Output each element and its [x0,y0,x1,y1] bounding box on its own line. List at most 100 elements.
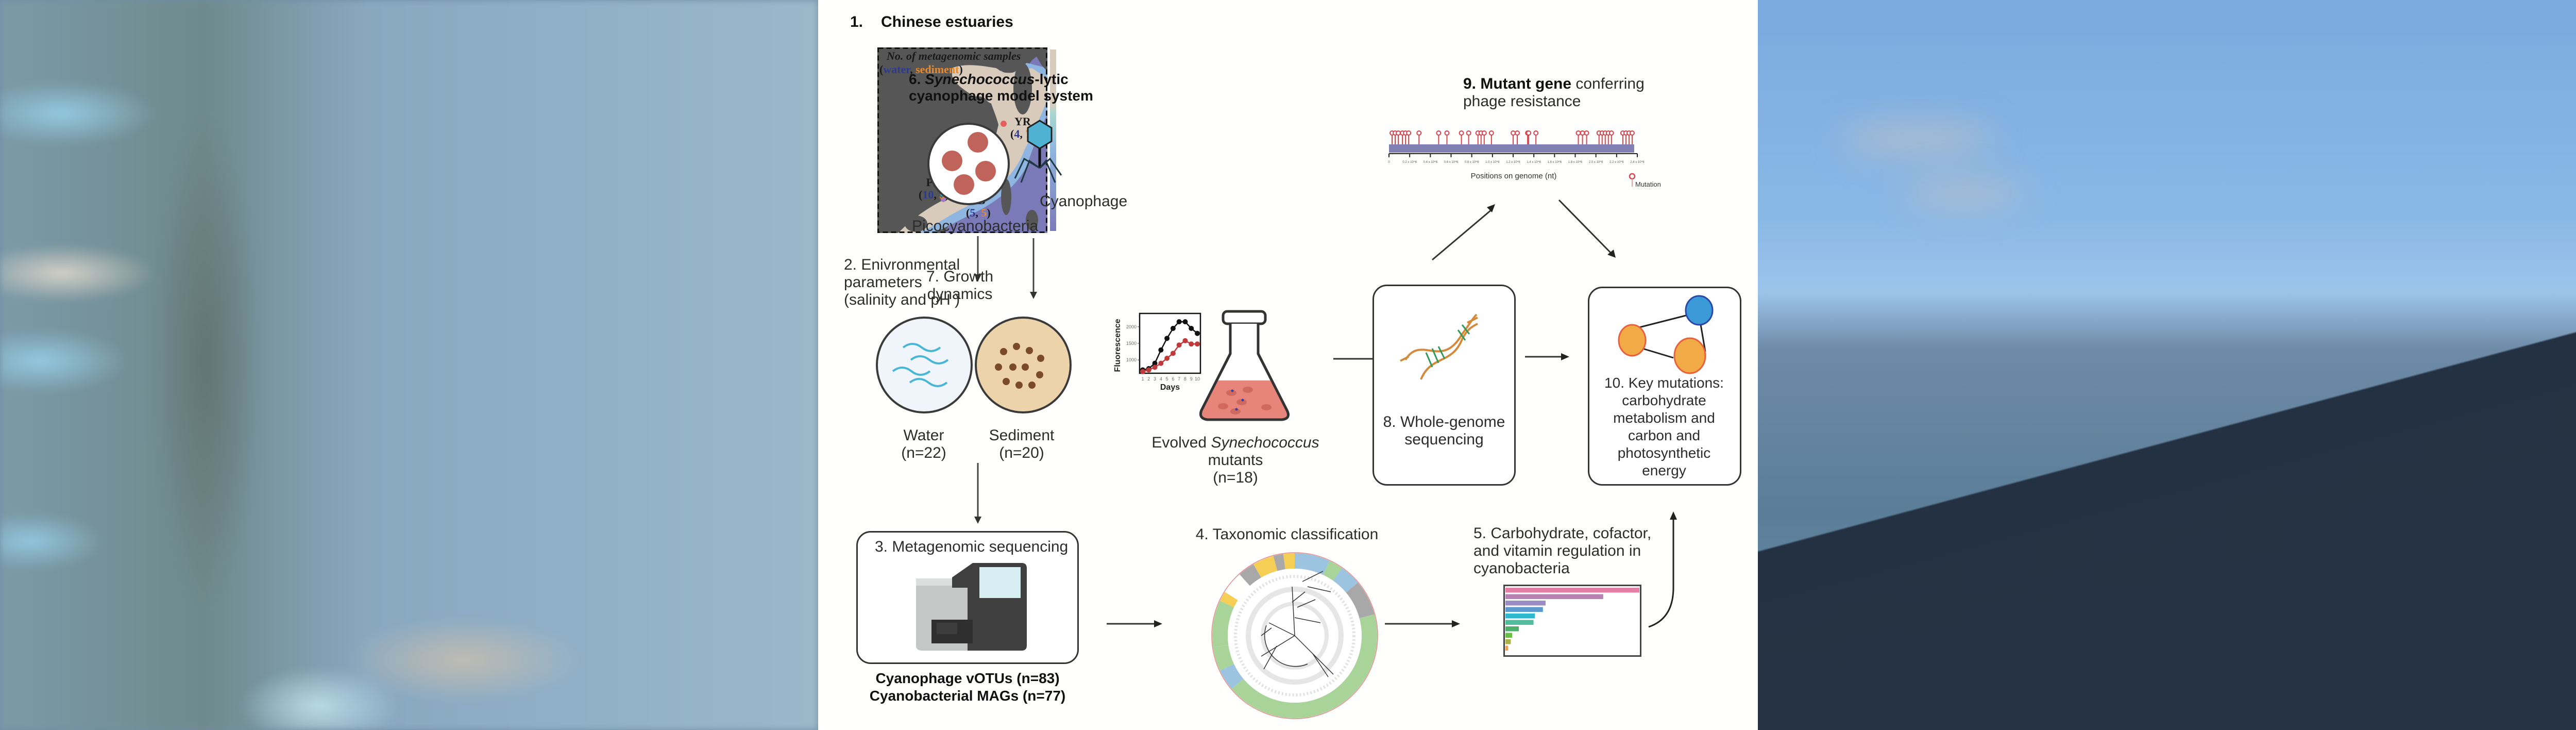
pathway-bar [1505,645,1509,651]
genome-tick-label: 1.8 x 10^6 [1568,161,1583,164]
growth-x-axis-label: Days [1160,383,1180,392]
mutation-marker [1396,130,1401,136]
mutation-marker [1466,130,1471,136]
panel8-title-line1: 8. Whole-genome [1383,413,1505,430]
mutation-marker [1511,130,1516,136]
flask-icon [1199,310,1290,421]
cyanophage-icon [1014,120,1062,183]
panel5-title-line1: 5. Carbohydrate, cofactor, [1473,525,1652,542]
pathway-bar [1505,613,1535,619]
growth-y-tick-label: 1000 [1126,357,1137,362]
growth-x-tick-label: 2 [1147,376,1150,381]
network-icon [1618,295,1714,374]
legend-paren: ) [959,63,963,76]
legend-paren: ( [879,63,884,76]
genome-tick-label: 1.2 x 10^6 [1506,161,1520,164]
pathway-bar [1505,620,1534,625]
growth-data-point [1182,338,1188,343]
flask-label-genus: Synechococcus [1211,434,1319,451]
genome-tick-label: 0.4 x 10^6 [1423,161,1438,164]
taxonomy-ring-segment [1323,560,1342,581]
genome-tick-label: 0 [1388,161,1390,164]
growth-data-point [1158,360,1164,366]
estuary-map: No. of metagenomic samples (water, sedim… [877,47,1047,233]
panel2-title-line1: 2. Enivronmental [844,256,960,273]
mutation-marker [1515,130,1520,136]
sediment-count-label: (n=20) [999,444,1044,461]
genome-x-axis-label: Positions on genome (nt) [1471,172,1557,180]
arrow-right-icon [1525,353,1569,360]
pathway-bar [1505,626,1519,632]
panel10-title-line4: carbon and [1628,427,1701,443]
pathway-bar [1505,639,1511,644]
genome-tick-label: 2.2 x 10^6 [1609,161,1624,164]
taxonomy-ring-outline [1211,552,1378,719]
panel5-title-line2: and vitamin regulation in [1473,542,1641,559]
phage-label: Cyanophage [1040,193,1128,210]
pathway-bar [1505,588,1639,593]
mutation-marker [1444,130,1450,136]
growth-data-point [1189,341,1194,347]
curved-arrow-up-icon [1648,511,1677,628]
growth-x-tick-label: 5 [1166,376,1168,381]
picocyanobacteria-icon [927,123,1010,205]
growth-data-point [1170,351,1176,356]
mutation-marker [1584,130,1589,136]
growth-y-tick-label: 1500 [1126,341,1137,346]
tree-color-ring [1211,552,1378,719]
genome-bar [1389,144,1634,153]
arrow-right-icon [1385,620,1460,627]
vOTU-count: Cyanophage vOTUs (n=83) [875,670,1060,686]
mutation-legend-icon [1629,173,1636,180]
growth-data-point [1152,364,1158,370]
panel6-title-line2: cyanophage model system [909,88,1093,104]
water-sediment-icons [876,317,1072,413]
water-icon [876,317,973,413]
map-legend-key: (water, sediment) [879,63,963,76]
host-label: Picocyanobacteria [912,218,1039,235]
legend-comma: , [910,63,916,76]
panel7-title-line2: dynamics [927,286,993,303]
growth-x-tick-label: 6 [1172,376,1174,381]
arrow-up-right-icon [1432,204,1495,261]
growth-x-tick-label: 9 [1190,376,1193,381]
panel2-title-line2: parameters [844,274,922,291]
growth-data-point [1176,319,1182,325]
water-count: 5 [970,206,976,219]
growth-x-tick-label: 4 [1160,376,1162,381]
arrow-down-icon [974,463,981,524]
site-counts: (5, 5) [966,206,991,219]
growth-data-point [1195,330,1200,336]
genome-tick-label: 0.2 x 10^6 [1402,161,1417,164]
arrow-down-icon [974,236,981,281]
mutation-marker [1629,130,1635,136]
genome-tick-label: 0.6 x 10^6 [1444,161,1459,164]
panel3-title: 3. Metagenomic sequencing [875,538,1069,555]
panel9-title-line2: phage resistance [1463,93,1581,110]
growth-series-line-wild-type [1142,321,1198,371]
taxonomy-ring-segment [1253,556,1278,578]
taxonomy-ring-segment [1219,663,1244,689]
genome-tick-label: 1.4 x 10^6 [1527,161,1541,164]
mutation-marker [1533,130,1539,136]
arrow-down-icon [1030,238,1037,299]
mutation-marker [1416,130,1422,136]
taxonomy-ring-segment [1212,601,1234,648]
legend-sediment: sediment [916,63,959,76]
blurred-background-left [0,0,818,730]
mutation-legend: Mutation [1629,173,1661,188]
figure-panel: 1. Chinese estuaries No. of metagenomic … [818,0,1758,730]
estuary-map-graphic [877,47,1047,233]
panel8-title-line2: sequencing [1404,431,1484,448]
panel6-suffix: -lytic [1035,71,1069,87]
background-haze [1902,175,2026,211]
panel4-title: 4. Taxonomic classification [1195,526,1379,543]
mutation-marker [1608,130,1614,136]
growth-data-point [1195,341,1200,347]
mutant-count: (n=18) [1213,469,1258,486]
pathway-bar [1505,594,1603,599]
mutation-marker [1406,130,1412,136]
panel2-title-line3: (salinity and pH ) [844,291,960,308]
growth-data-point [1152,360,1158,366]
water-label: Water [903,427,944,444]
